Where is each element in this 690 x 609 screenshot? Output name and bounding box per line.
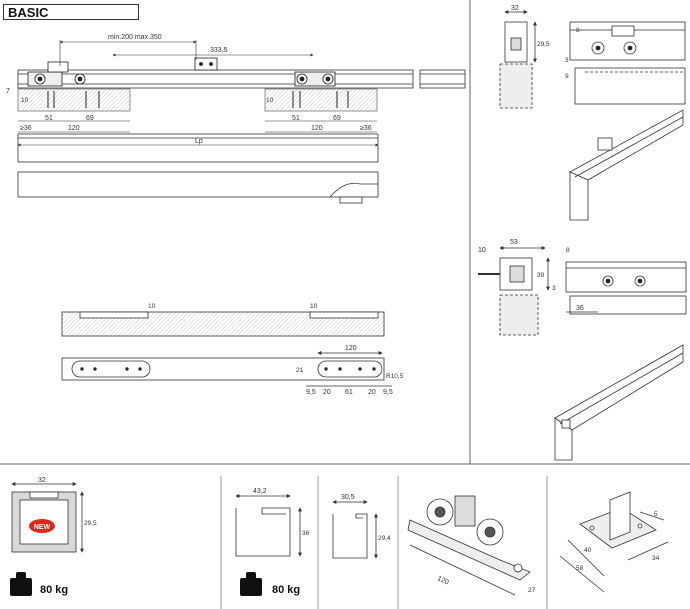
dim-top-range: min.200 max.350 xyxy=(108,34,162,41)
dim-plate-9-5a: 9,5 xyxy=(306,389,316,396)
iso-rail-bottom xyxy=(554,344,684,461)
dim-side-32: 32 xyxy=(511,5,519,12)
dim-guide-5: 5 xyxy=(654,511,658,518)
dim-guide-58: 58 xyxy=(576,565,584,572)
dim-plate-r: R10,5 xyxy=(386,373,404,380)
dim-plate-9-5b: 9,5 xyxy=(383,389,393,396)
floor-guide-iso xyxy=(559,491,669,593)
profile-3 xyxy=(332,500,378,559)
end-detail-mid xyxy=(565,261,687,315)
dim-side-3: 3 xyxy=(565,57,569,64)
dim-69-left: 69 xyxy=(86,115,94,122)
dim-top-333: 333,5 xyxy=(210,47,228,54)
weight-label-1: 80 kg xyxy=(40,584,68,596)
mounting-screws xyxy=(47,91,349,108)
dim-trolley-27: 27 xyxy=(528,587,536,594)
dim-p3-30: 30,5 xyxy=(341,494,355,501)
dim-mid-39: 39 xyxy=(537,272,545,279)
dim-side-9: 9 xyxy=(565,73,569,80)
guide-plate-top-view xyxy=(61,351,392,387)
dim-mid-3: 3 xyxy=(552,285,556,292)
trolley-left xyxy=(27,61,86,87)
dim-side-8: 8 xyxy=(576,27,580,34)
profile-2 xyxy=(235,494,302,557)
dim-plate-21: 21 xyxy=(296,367,304,374)
dim-69-right: 69 xyxy=(333,115,341,122)
dim-120-left: 120 xyxy=(68,125,80,132)
main-elevation xyxy=(17,69,466,204)
title-box: BASIC xyxy=(3,4,139,20)
dim-strip-10a: 10 xyxy=(148,303,156,310)
dim-plate-61: 61 xyxy=(345,389,353,396)
dim-120-right: 120 xyxy=(311,125,323,132)
guide-strip-section xyxy=(61,311,385,337)
dim-strip-10b: 10 xyxy=(310,303,318,310)
trolley-iso xyxy=(407,495,531,596)
dim-mid-36: 36 xyxy=(576,305,584,312)
dim-ten-left: 10 xyxy=(21,97,29,104)
dim-prof-32: 32 xyxy=(38,477,46,484)
dim-p2-43: 43,2 xyxy=(253,488,267,495)
dim-mid-10: 10 xyxy=(478,247,486,254)
end-detail-top xyxy=(569,21,686,105)
dim-ge36-left: ≥36 xyxy=(20,125,32,132)
main-dimension-lines xyxy=(17,40,379,147)
dim-p3-29: 29,4 xyxy=(378,535,391,542)
dim-guide-34: 34 xyxy=(652,555,660,562)
ceiling-bracket-center xyxy=(194,57,218,71)
dim-prof-29-5: 29,5 xyxy=(84,520,97,527)
dim-plate-20a: 20 xyxy=(323,389,331,396)
iso-rail-top xyxy=(569,109,684,221)
dim-51-left: 51 xyxy=(45,115,53,122)
dim-side-29-5: 29,5 xyxy=(537,41,550,48)
dim-ten-right: 10 xyxy=(266,97,274,104)
new-badge-label: NEW xyxy=(34,524,51,531)
weight-icon xyxy=(10,572,32,596)
page-title: BASIC xyxy=(8,5,49,20)
side-section-mid xyxy=(478,246,550,336)
dim-51-right: 51 xyxy=(292,115,300,122)
new-badge: NEW xyxy=(29,519,55,533)
dim-seven: 7 xyxy=(6,88,10,95)
weight-label-2: 80 kg xyxy=(272,584,300,596)
trolley-right xyxy=(294,71,336,87)
dim-plate-20b: 20 xyxy=(368,389,376,396)
dim-lp: Lp xyxy=(195,138,203,145)
rail-profile-section xyxy=(11,482,84,553)
dim-plate-120: 120 xyxy=(345,345,357,352)
dim-mid-53: 53 xyxy=(510,239,518,246)
side-section-top xyxy=(499,10,537,109)
dim-mid-8: 8 xyxy=(566,247,570,254)
weight-icon-2 xyxy=(240,572,262,596)
dim-ge36-right: ≥36 xyxy=(360,125,372,132)
dim-guide-40: 40 xyxy=(584,547,592,554)
dim-p2-36: 36 xyxy=(302,530,310,537)
dim-trolley-120: 120 xyxy=(436,575,450,586)
